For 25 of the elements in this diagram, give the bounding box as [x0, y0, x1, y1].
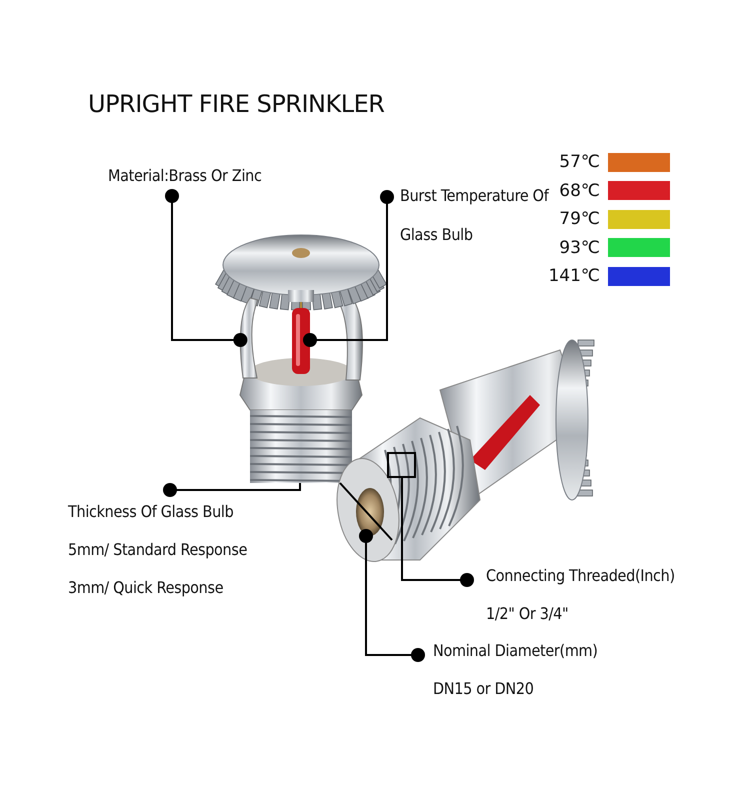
legend-label: 141℃ [548, 266, 600, 286]
thread [250, 410, 352, 483]
legend-label: 79℃ [558, 209, 600, 230]
leader-line [303, 190, 394, 347]
callout-text: Burst Temperature Of Glass Bulb [400, 185, 550, 246]
legend-label: 68℃ [558, 180, 600, 201]
callout-text: Material:Brass Or Zinc [108, 166, 262, 185]
callout-text: DN15 or DN20 [433, 679, 535, 698]
leader-line [165, 189, 248, 347]
title: UPRIGHT FIRE SPRINKLER [88, 90, 384, 118]
legend-label: 93℃ [558, 238, 600, 258]
leader-line [163, 483, 301, 497]
callout-text: 5mm/ Standard Response [68, 540, 248, 559]
bore [356, 488, 384, 536]
highlight-frame [387, 452, 416, 478]
legend-label: 57℃ [558, 152, 600, 172]
leader-line [359, 529, 425, 662]
callout-text: 3mm/ Quick Response [68, 578, 224, 597]
glass-bulb [292, 308, 310, 374]
callout-text: Connecting Threaded(Inch) [486, 566, 675, 585]
leader-line [401, 477, 474, 587]
callout-text: Nominal Diameter(mm) [433, 641, 598, 660]
callout-text: Thickness Of Glass Bulb [68, 502, 234, 521]
frame-arm [240, 298, 258, 378]
callout-text: 1/2" Or 3/4" [486, 604, 570, 623]
